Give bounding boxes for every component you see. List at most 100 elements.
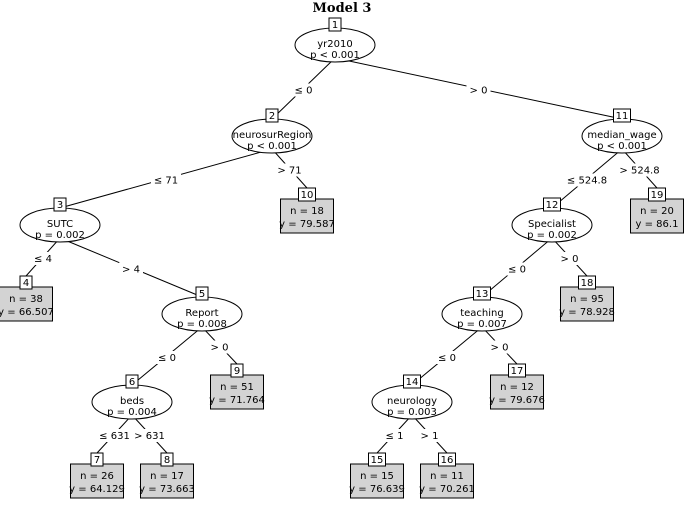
node-id: 12 (546, 200, 559, 211)
node-id-box (508, 363, 526, 378)
leaf-mean: y = 86.1 (636, 219, 679, 230)
node-id-box (438, 452, 456, 467)
split-variable: neurosurRegion (233, 130, 312, 141)
leaf-count: n = 15 (360, 471, 394, 482)
leaf-box (420, 463, 474, 499)
node-id-box (578, 275, 596, 290)
node-id-box (473, 286, 491, 301)
split-pvalue: p = 0.004 (107, 407, 157, 418)
leaf-count: n = 26 (80, 471, 114, 482)
edge-label-text: ≤ 524.8 (567, 176, 607, 187)
leaf-count: n = 18 (290, 206, 324, 217)
node-id: 6 (129, 377, 135, 388)
node-id-box (125, 374, 139, 389)
split-variable: yr2010 (317, 39, 352, 50)
edge-label: > 4 (119, 262, 143, 276)
edge-labels-layer: ≤ 0> 0≤ 71> 71≤ 4> 4≤ 0> 0≤ 631> 631≤ 52… (31, 83, 664, 442)
leaf-mean: y = 79.676 (489, 395, 545, 406)
split-pvalue: p = 0.008 (177, 319, 227, 330)
split-pvalue: p < 0.001 (310, 50, 360, 61)
node-id-box (195, 286, 209, 301)
edge-label: > 0 (487, 340, 512, 354)
node-id: 9 (234, 366, 240, 377)
leaf-box (70, 463, 124, 499)
leaf-count: n = 11 (430, 471, 464, 482)
leaf-mean: y = 76.639 (349, 484, 405, 495)
node-id-box (298, 187, 316, 202)
split-pvalue: p < 0.001 (597, 141, 647, 152)
node-id-box (403, 374, 421, 389)
edge-label-text: > 1 (421, 431, 439, 442)
edge-label: > 71 (274, 163, 305, 177)
leaf-node-4: 4 n = 38 y = 66.507 (0, 275, 54, 322)
node-id: 8 (164, 455, 170, 466)
edge-label: ≤ 0 (155, 351, 179, 364)
edge-label-text: ≤ 0 (295, 86, 313, 97)
leaf-mean: y = 66.507 (0, 307, 54, 318)
edge-label-text: ≤ 0 (158, 353, 176, 364)
leaf-count: n = 95 (570, 294, 604, 305)
split-variable: median_wage (587, 130, 656, 141)
split-variable: Report (185, 308, 218, 319)
edge-label: > 524.8 (615, 163, 664, 177)
edge-label-text: ≤ 71 (154, 176, 178, 187)
node-id: 15 (371, 455, 384, 466)
leaf-mean: y = 79.587 (279, 219, 335, 230)
split-pvalue: p < 0.001 (247, 141, 297, 152)
leaf-count: n = 20 (640, 206, 674, 217)
split-variable: SUTC (47, 219, 73, 230)
node-id: 14 (406, 377, 419, 388)
edge-label: ≤ 0 (291, 83, 316, 97)
edge-label-text: > 524.8 (619, 166, 659, 177)
leaf-node-16: 16n = 11y = 70.261 (419, 452, 475, 499)
edge-label-text: ≤ 0 (438, 353, 456, 364)
edge-label: ≤ 524.8 (563, 173, 611, 187)
edge-label-text: > 71 (277, 166, 301, 177)
node-id: 1 (332, 20, 338, 31)
leaf-mean: y = 70.261 (419, 484, 475, 495)
edge-label: ≤ 1 (382, 429, 407, 442)
diagram-title: Model 3 (313, 1, 372, 16)
leaf-box (560, 286, 614, 322)
split-pvalue: p = 0.002 (527, 230, 577, 241)
split-variable: Specialist (528, 219, 576, 230)
leaf-node-18: 18n = 95y = 78.928 (559, 275, 615, 322)
leaf-box (350, 463, 404, 499)
node-id-box (265, 108, 279, 123)
leaf-count: n = 38 (9, 294, 43, 305)
node-id-box (648, 187, 666, 202)
split-pvalue: p = 0.003 (387, 407, 437, 418)
node-id-box (328, 17, 342, 32)
edge-label-text: > 0 (211, 343, 229, 354)
node-id: 10 (301, 190, 314, 201)
edge-label-text: ≤ 4 (34, 254, 52, 265)
leaf-mean: y = 71.764 (209, 395, 265, 406)
edge-label: ≤ 0 (435, 351, 459, 364)
leaf-box (630, 198, 684, 234)
node-id: 4 (23, 278, 29, 289)
leaf-mean: y = 64.129 (69, 484, 125, 495)
edge-label-text: > 4 (122, 265, 140, 276)
node-id-box (53, 197, 67, 212)
node-id-box (368, 452, 386, 467)
edge-label-text: > 0 (491, 343, 509, 354)
node-id: 5 (199, 289, 205, 300)
edge-label: ≤ 4 (31, 252, 55, 265)
split-pvalue: p = 0.002 (35, 230, 85, 241)
split-variable: neurology (387, 396, 437, 407)
edge-label-text: > 0 (470, 86, 488, 97)
edge-label: ≤ 71 (151, 173, 181, 187)
node-id-box (160, 452, 174, 467)
edge-label-text: ≤ 1 (386, 431, 404, 442)
edge-label: > 1 (417, 429, 442, 442)
node-id: 11 (616, 111, 629, 122)
edge-label-text: > 631 (134, 431, 165, 442)
